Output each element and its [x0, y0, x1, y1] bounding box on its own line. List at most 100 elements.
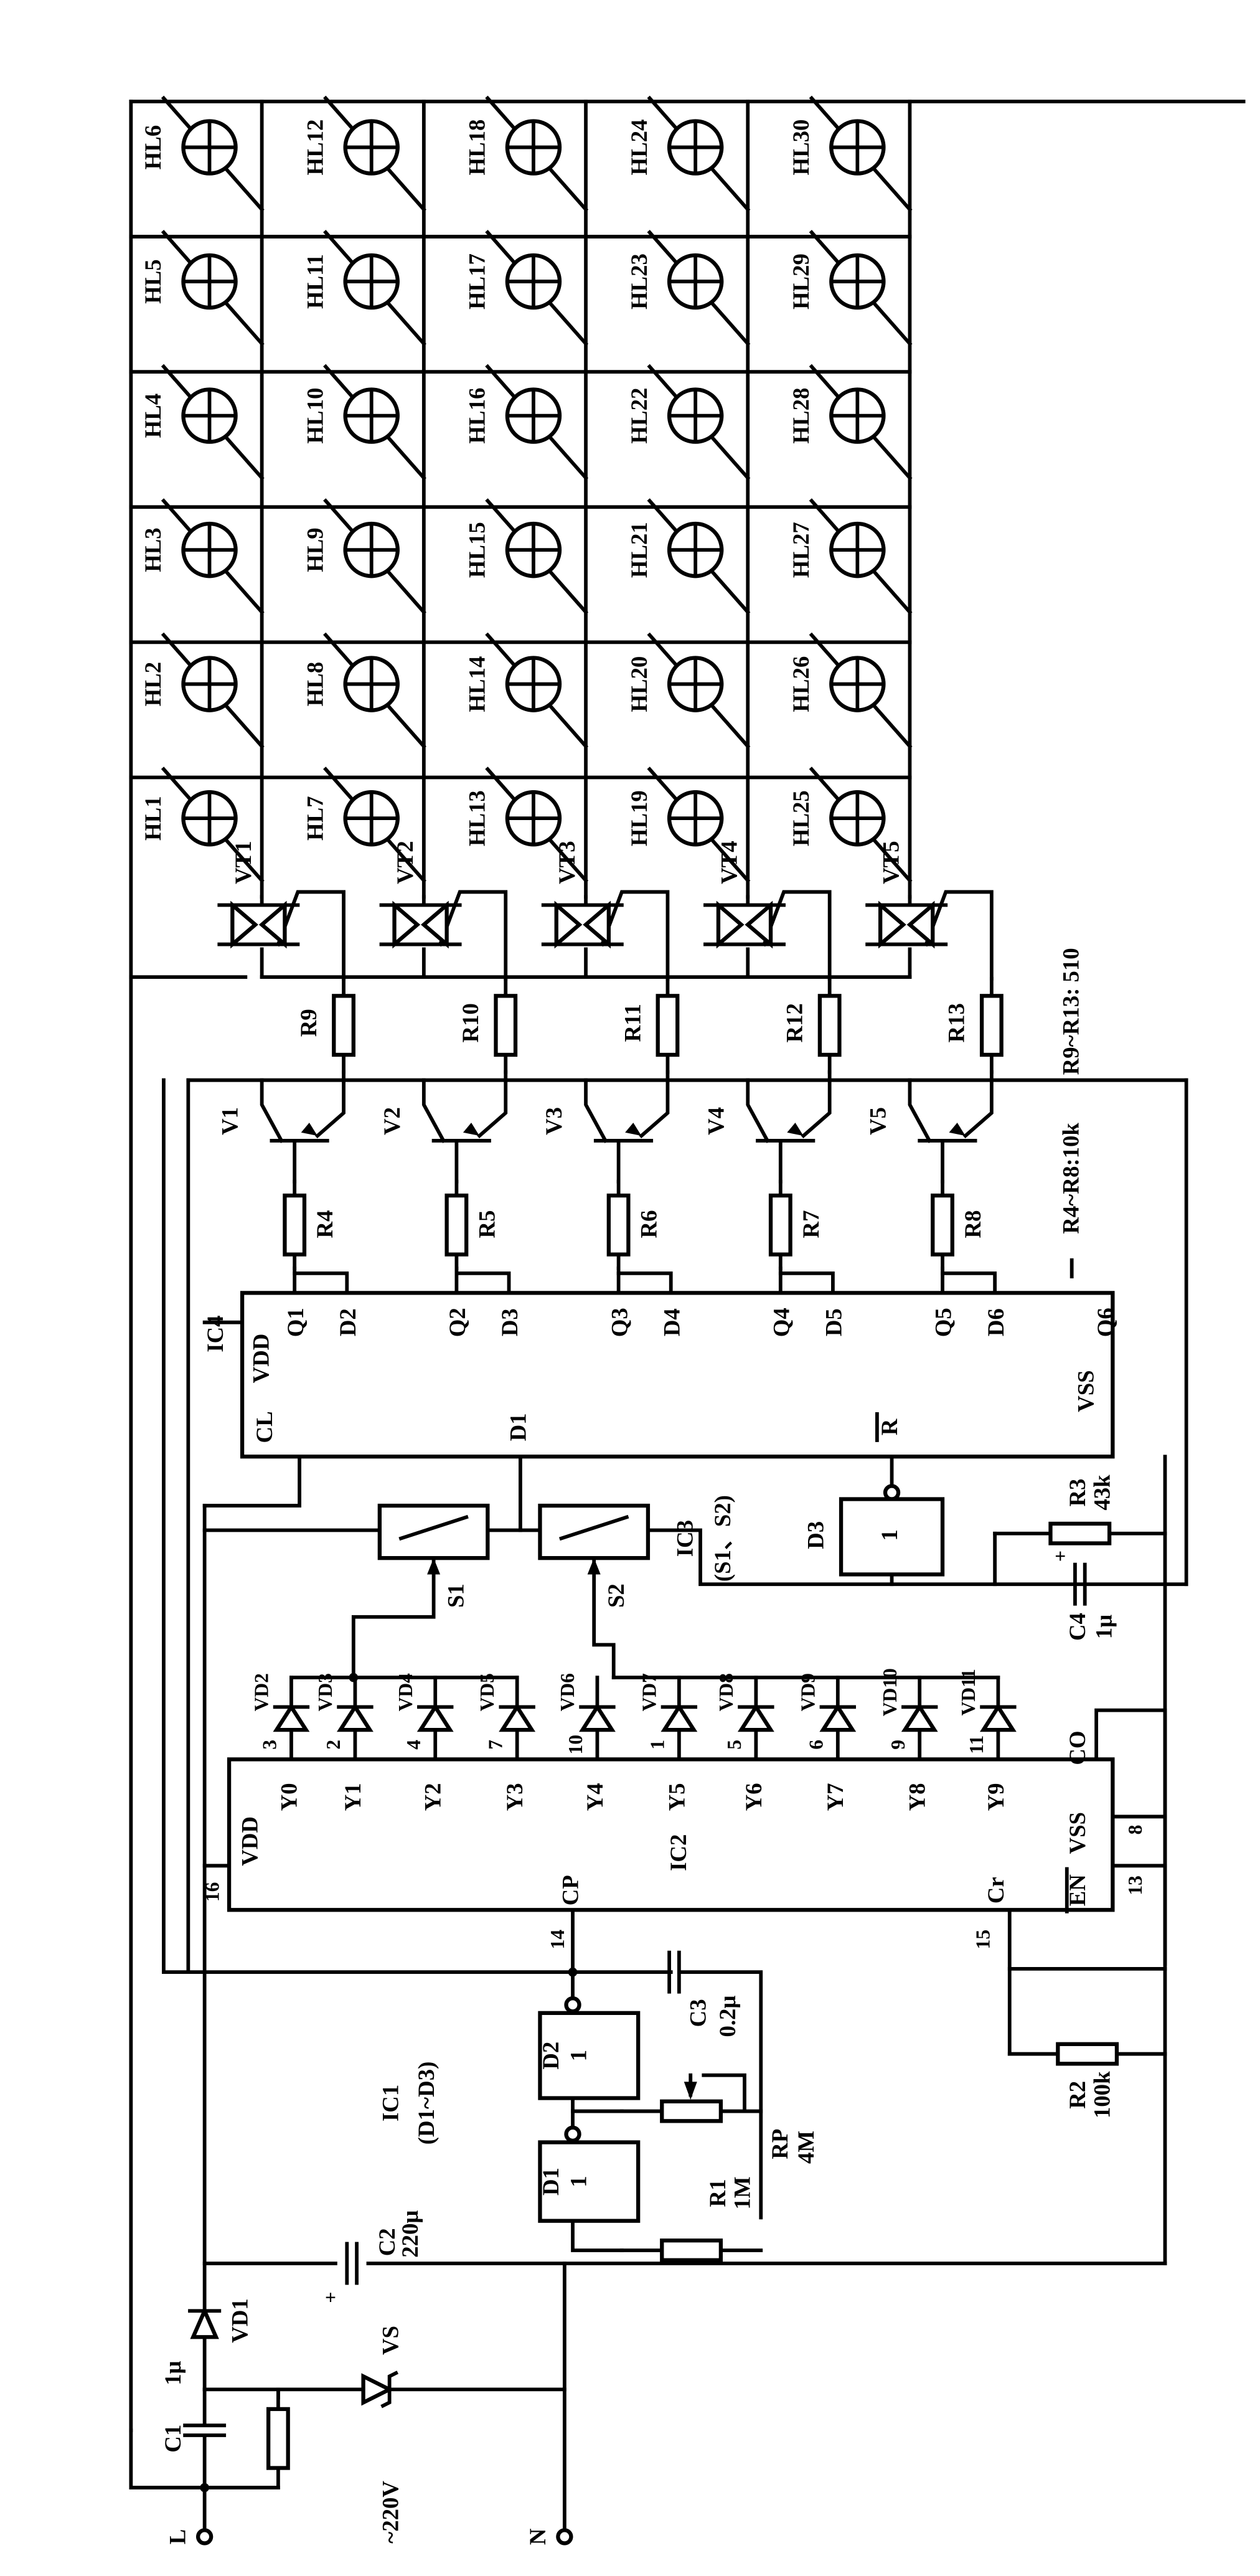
resistor-r3	[1048, 1521, 1112, 1545]
wire	[1007, 1908, 1167, 1971]
gate-resistor-label: R11	[619, 1004, 645, 1042]
emitter-arrow-icon	[625, 1123, 642, 1136]
ic2-pin-number: 6	[805, 1740, 827, 1750]
gate-resistor	[979, 994, 1004, 1057]
lamp-label: HL17	[464, 253, 490, 309]
s1-arrow-icon	[427, 1558, 441, 1575]
ic2-pin-number: 7	[484, 1740, 506, 1750]
ic2-pin-y5: Y5	[664, 1783, 689, 1811]
transistor-label: V3	[541, 1107, 567, 1135]
switch-s2-blade	[558, 1514, 629, 1541]
lamp-label: HL8	[302, 662, 327, 707]
lamp-label: HL13	[464, 790, 490, 846]
triac-label: VT5	[878, 841, 904, 884]
vdd-feed	[162, 1078, 673, 1974]
transistor-label: V2	[379, 1107, 405, 1135]
collector-lead	[260, 1078, 284, 1143]
collector-lead	[746, 1078, 770, 1143]
lamp-label: HL2	[140, 662, 166, 707]
lamp-label: HL23	[626, 253, 652, 309]
ic2-pin-number: 11	[966, 1735, 987, 1754]
ic2-pin-number: 5	[723, 1740, 745, 1750]
wire	[129, 2428, 280, 2489]
wire	[702, 2073, 746, 2113]
ic4-pin-d2: D2	[335, 1308, 360, 1336]
ic4-pin-q6: Q6	[1093, 1308, 1118, 1337]
emitter-lead	[801, 1070, 832, 1139]
lamp-label: HL1	[140, 796, 166, 841]
base-resistor-note: R4~R8:10k	[1058, 1123, 1084, 1234]
resistor-r2	[1056, 2042, 1119, 2066]
q-to-d-link	[941, 1271, 997, 1295]
gate-resistor-note: R9~R13: 510	[1058, 948, 1084, 1075]
switch-s1-label: S1	[443, 1583, 468, 1608]
ic2-pin-y7: Y7	[822, 1783, 848, 1811]
junction-dot	[349, 1673, 359, 1682]
r1-label: R1	[705, 2179, 730, 2207]
lamp-label: HL4	[140, 394, 166, 438]
ic2-pin-y2: Y2	[420, 1783, 446, 1811]
ic2-pin-cr: Cr	[983, 1877, 1008, 1904]
wire	[677, 1970, 763, 2220]
terminal-n	[556, 2528, 573, 2545]
ic4-pin-q1: Q1	[283, 1308, 308, 1337]
wire	[571, 2219, 624, 2252]
ic4-pin-vss: VSS	[1073, 1370, 1098, 1412]
s1-control	[351, 1556, 436, 1679]
ic2-pin-number: 9	[887, 1740, 909, 1750]
triac-icon	[716, 900, 745, 949]
transistor-label: V5	[865, 1107, 891, 1135]
diode-icon	[499, 1703, 536, 1732]
gate-d3-label: D3	[803, 1521, 829, 1549]
diode-label: VD8	[715, 1673, 737, 1711]
ic2-pin-y4: Y4	[582, 1783, 608, 1811]
ic2-pin-y3: Y3	[502, 1783, 527, 1811]
lamp-label: HL21	[626, 522, 652, 578]
diode-label: VD2	[250, 1673, 272, 1711]
base-resistor	[283, 1193, 307, 1257]
gate-resistor	[817, 994, 842, 1057]
base-resistor-label: R4	[312, 1210, 337, 1238]
ic2-pin-8: 8	[1124, 1825, 1146, 1835]
vs-zener-icon	[361, 2373, 394, 2406]
base-resistor	[931, 1193, 954, 1257]
ic1-sub-label: (D1~D3)	[413, 2062, 439, 2145]
ic4-pin-d1: D1	[505, 1413, 530, 1441]
diode-label: VD3	[314, 1673, 336, 1711]
ic2-pin-number: 4	[403, 1740, 425, 1750]
wire	[646, 1528, 1188, 1587]
s2-arrow-icon	[587, 1558, 601, 1575]
lamp-label: HL24	[626, 120, 652, 176]
gate-resistor	[656, 994, 680, 1057]
triac-icon	[554, 900, 583, 949]
diode-icon	[579, 1703, 616, 1732]
lamp-label: HL26	[788, 656, 814, 712]
c3-value: 0.2μ	[715, 1996, 740, 2037]
ic4-pin-d3: D3	[497, 1308, 522, 1336]
ic2-pin-y9: Y9	[983, 1783, 1008, 1811]
lamp-label: HL15	[464, 522, 490, 578]
triac-label: VT2	[392, 841, 418, 884]
lamp-label: HL27	[788, 522, 814, 578]
r1-value: 1M	[729, 2176, 755, 2209]
triac-label: VT1	[230, 841, 256, 884]
ic4-pin-q4: Q4	[769, 1308, 794, 1337]
wire	[599, 890, 670, 981]
base-resistor-label: R6	[636, 1210, 662, 1238]
inverter-bubble	[883, 1484, 901, 1501]
gate-d2-label: D2	[538, 2042, 563, 2070]
ic4-pin-reset: R	[877, 1418, 902, 1435]
c3-label: C3	[685, 1999, 710, 2027]
switch-s2	[538, 1503, 651, 1560]
diode-label: VD6	[557, 1673, 578, 1711]
emitter-lead	[314, 1070, 346, 1139]
triac-icon	[878, 900, 906, 949]
labels: HL1HL2HL3HL4HL5HL6HL7HL8HL9HL10HL11HL12H…	[140, 120, 1146, 2545]
components	[161, 95, 1119, 2545]
triac-icon	[906, 900, 935, 949]
lamp-label: HL16	[464, 388, 490, 444]
diode-icon	[737, 1703, 774, 1732]
diode-label: VD7	[638, 1673, 660, 1711]
r2-value: 100k	[1089, 2071, 1115, 2118]
c2-value: 220μ	[397, 2210, 423, 2258]
